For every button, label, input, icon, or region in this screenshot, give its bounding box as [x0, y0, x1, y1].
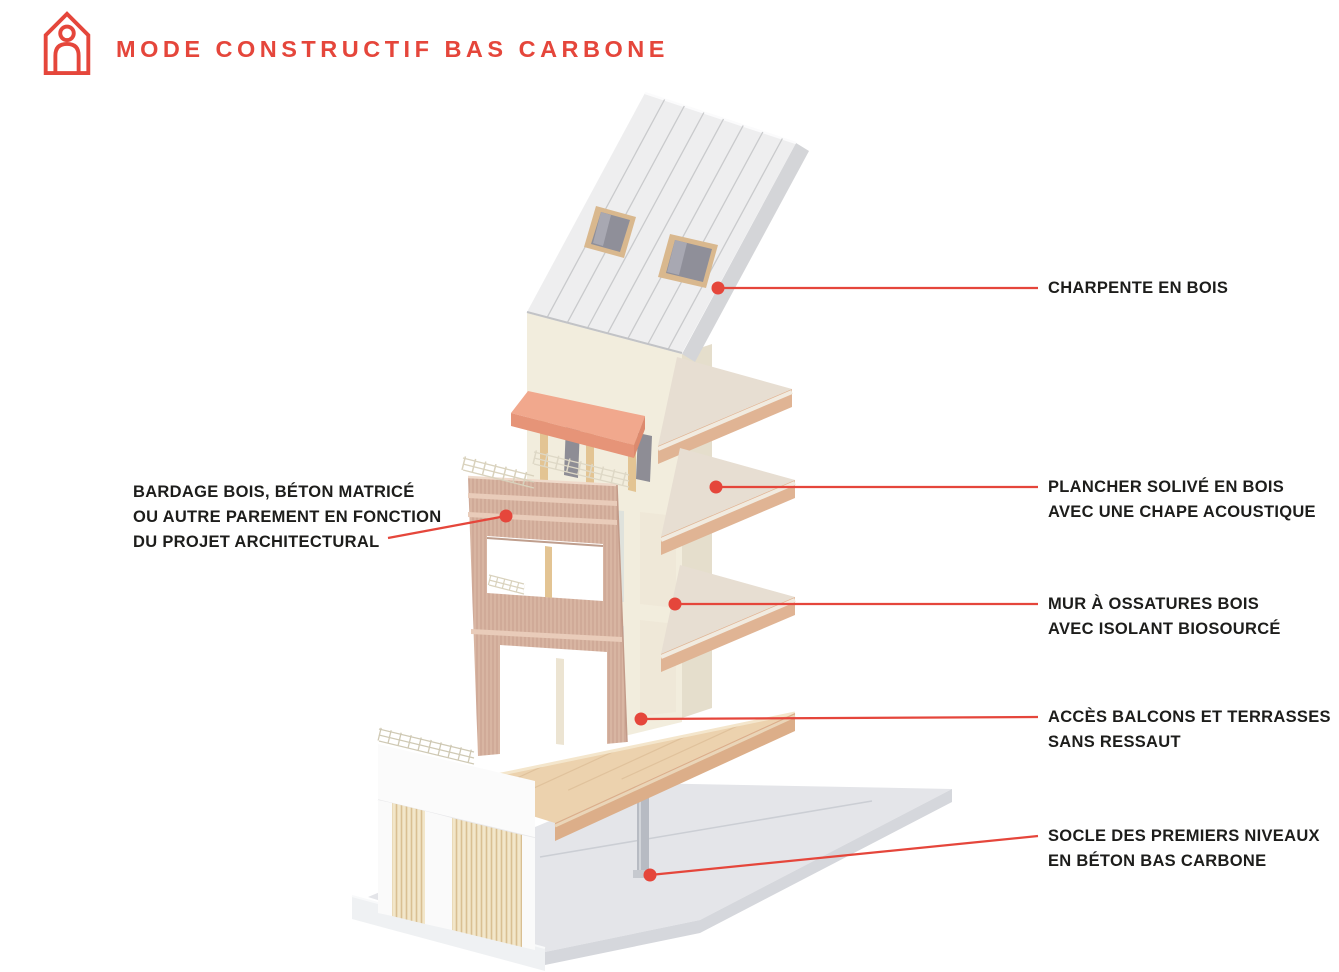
annotation-line: OU AUTRE PAREMENT EN FONCTION [133, 508, 442, 526]
annotation-socle: SOCLE DES PREMIERS NIVEAUX EN BÉTON BAS … [1048, 824, 1320, 874]
annotation-line: DU PROJET ARCHITECTURAL [133, 533, 380, 551]
balcony-railing [532, 450, 631, 488]
annotation-charpente: CHARPENTE EN BOIS [1048, 276, 1228, 301]
floor-slab-3 [660, 565, 796, 672]
facade-panel [467, 475, 628, 780]
ground-floor-left [351, 727, 546, 971]
annotation-line: AVEC UNE CHAPE ACOUSTIQUE [1048, 503, 1316, 521]
leader-mur [668, 597, 1038, 611]
annotation-balcons: ACCÈS BALCONS ET TERRASSES SANS RESSAUT [1048, 705, 1331, 755]
floor-slab-1 [657, 357, 793, 464]
annotation-line: CHARPENTE EN BOIS [1048, 279, 1229, 297]
skylight [658, 234, 718, 288]
annotation-mur: MUR À OSSATURES BOIS AVEC ISOLANT BIOSOU… [1048, 592, 1281, 642]
annotation-line: PLANCHER SOLIVÉ EN BOIS [1048, 478, 1285, 496]
window-railing [487, 574, 526, 595]
skylight [584, 206, 636, 258]
annotation-plancher: PLANCHER SOLIVÉ EN BOIS AVEC UNE CHAPE A… [1048, 475, 1316, 525]
parapet-band [378, 744, 535, 838]
leader-lines [387, 281, 1039, 882]
annotation-line: ACCÈS BALCONS ET TERRASSES [1048, 708, 1331, 726]
balcony-railings [461, 450, 631, 595]
leader-socle [643, 834, 1039, 882]
ground-floor-slats [392, 803, 425, 924]
ground-floor-slats [452, 818, 522, 947]
house-with-person-icon [43, 11, 91, 75]
leader-plancher [709, 480, 1038, 494]
header: MODE CONSTRUCTIF BAS CARBONE [36, 8, 669, 76]
awning [511, 391, 645, 458]
annotation-line: BARDAGE BOIS, BÉTON MATRICÉ [133, 483, 415, 501]
annotation-line: MUR À OSSATURES BOIS [1048, 595, 1260, 613]
annotation-line: AVEC ISOLANT BIOSOURCÉ [1048, 620, 1281, 638]
annotation-line: SANS RESSAUT [1048, 733, 1181, 751]
parapet-railing [377, 727, 476, 765]
leader-balcons [634, 712, 1039, 726]
leader-bardage [387, 509, 513, 540]
annotation-bardage: BARDAGE BOIS, BÉTON MATRICÉ OU AUTRE PAR… [133, 480, 441, 555]
annotation-line: EN BÉTON BAS CARBONE [1048, 852, 1267, 870]
annotation-line: SOCLE DES PREMIERS NIVEAUX [1048, 827, 1320, 845]
floor-slab-2 [660, 448, 796, 555]
roof [526, 91, 809, 362]
balcony-railing [461, 456, 536, 489]
floor-slabs [657, 357, 796, 672]
leader-charpente [711, 281, 1038, 295]
page-title: MODE CONSTRUCTIF BAS CARBONE [116, 35, 669, 62]
facade-window [486, 536, 604, 601]
facade-opening [500, 645, 607, 780]
